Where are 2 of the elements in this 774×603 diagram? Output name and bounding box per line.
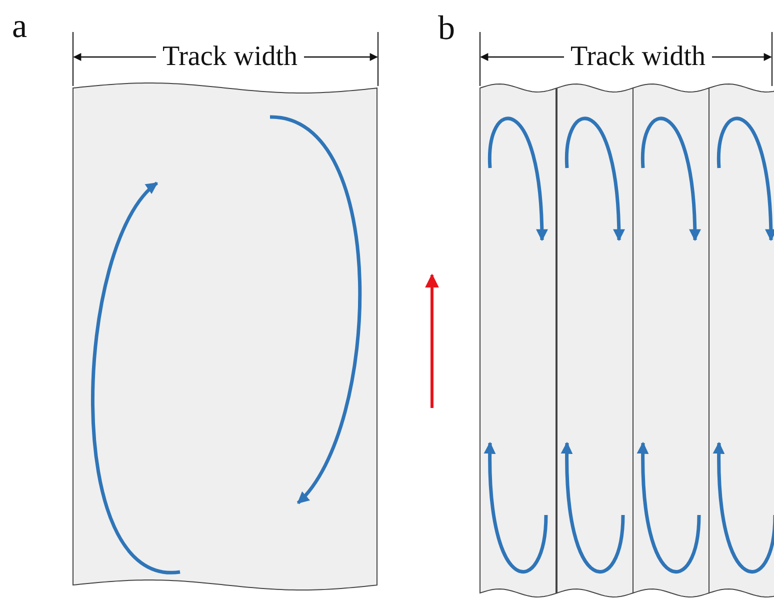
- panel-label: b: [438, 12, 455, 46]
- panel-label: a: [12, 10, 28, 44]
